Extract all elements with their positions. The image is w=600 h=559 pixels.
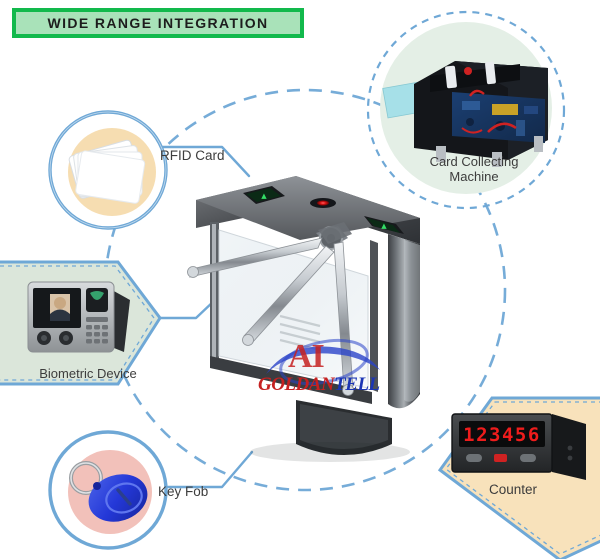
- label-biometric-device: Biometric Device: [39, 366, 137, 381]
- counter-display-value: 123456: [463, 424, 541, 446]
- ccm-mechanism: [414, 61, 548, 167]
- callout-key-fob[interactable]: [48, 430, 168, 550]
- label-key-fob: Key Fob: [158, 484, 209, 499]
- turnstile-tripod: [187, 222, 354, 396]
- page-title: WIDE RANGE INTEGRATION: [47, 15, 269, 31]
- tripod-turnstile[interactable]: ▲ ▲: [187, 176, 421, 462]
- page-title-banner: WIDE RANGE INTEGRATION: [12, 8, 304, 38]
- label-ccm-line2: Machine: [449, 169, 499, 184]
- label-counter: Counter: [488, 482, 538, 497]
- label-card-collecting-machine: Card Collecting Machine: [414, 154, 534, 184]
- biometric-terminal: [27, 281, 130, 353]
- counter-device: 123456: [451, 413, 586, 480]
- callout-biometric-device[interactable]: [0, 260, 162, 386]
- callout-counter[interactable]: 123456: [437, 396, 600, 559]
- label-ccm-line1: Card Collecting: [429, 154, 519, 169]
- svg-text:▲: ▲: [381, 222, 387, 230]
- callout-card-collecting-machine[interactable]: [366, 10, 566, 210]
- svg-text:▲: ▲: [261, 192, 267, 200]
- key-fob-object: [69, 461, 148, 522]
- turnstile-indicator-panels: ▲ ▲: [243, 186, 404, 234]
- callout-rfid-card[interactable]: [48, 110, 168, 230]
- connector-biometric: [158, 298, 217, 320]
- label-rfid-card: RFID Card: [160, 148, 225, 163]
- rfid-card-stack: [68, 139, 146, 204]
